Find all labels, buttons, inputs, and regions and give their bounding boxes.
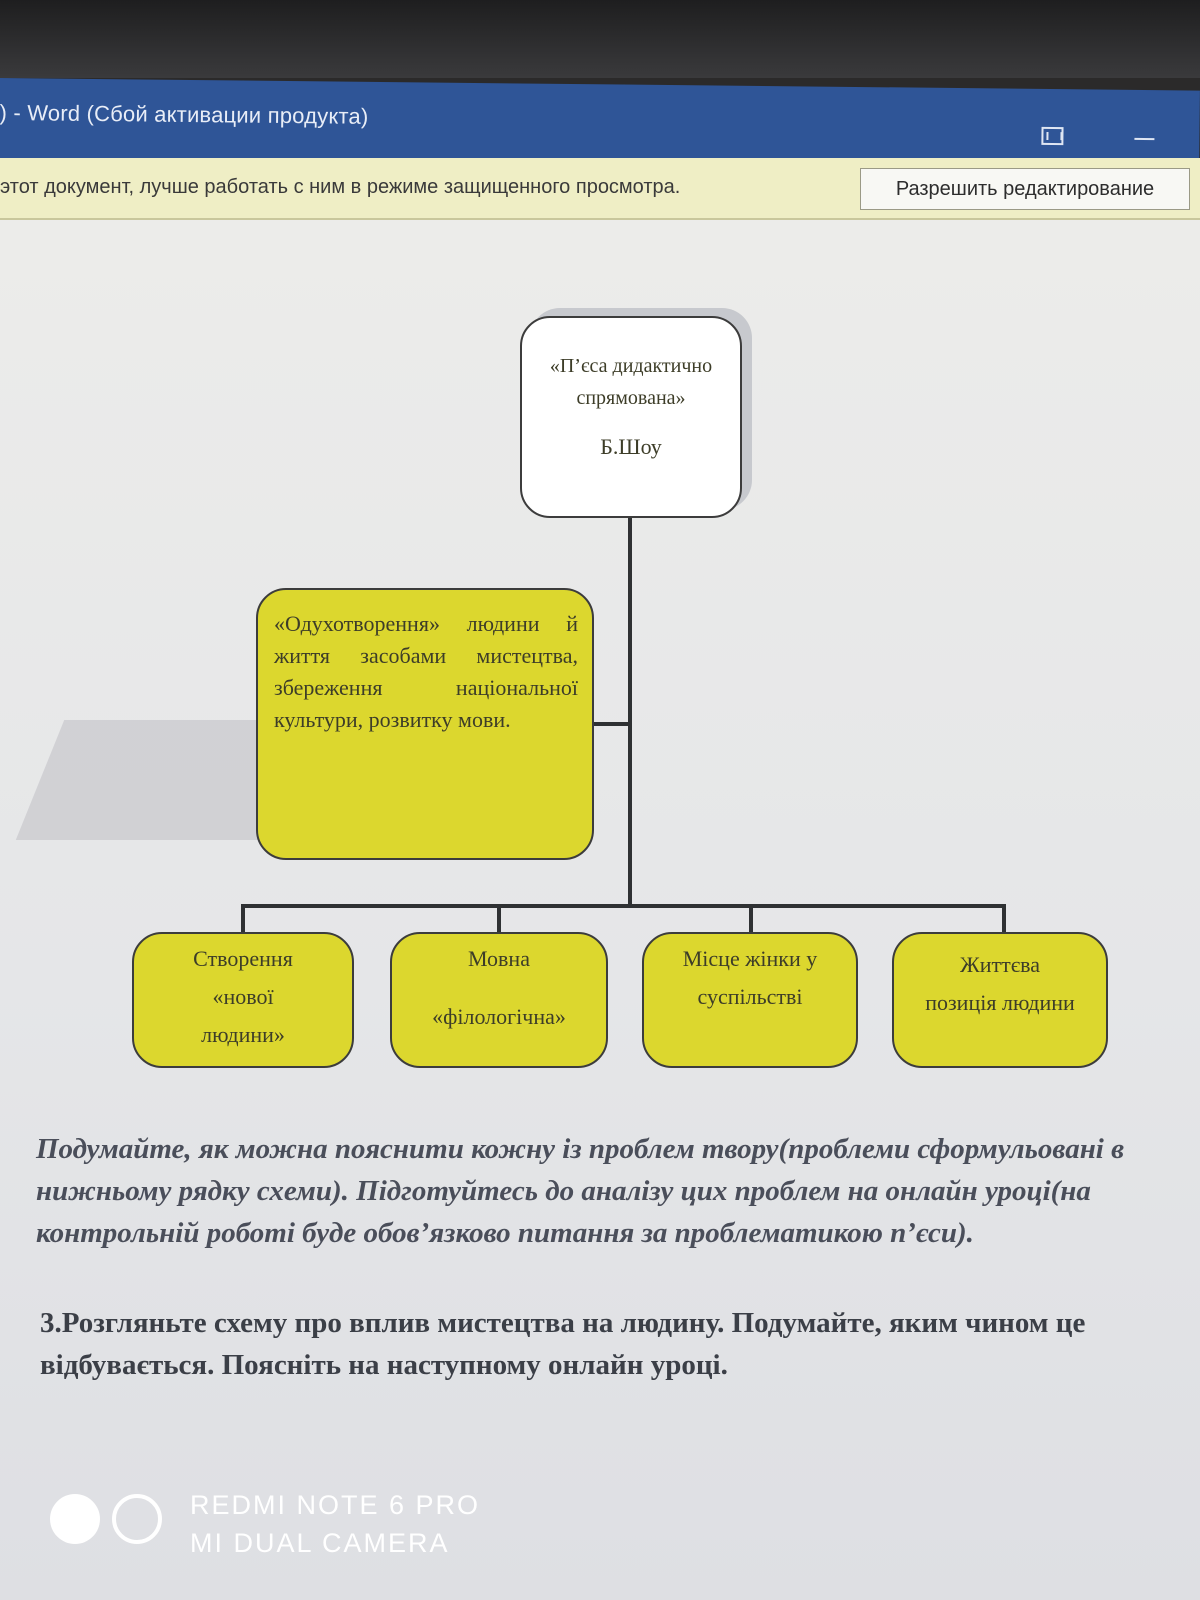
watermark-dot-icon — [50, 1494, 100, 1544]
connector-leaf-1 — [241, 904, 245, 934]
document-page: «П’єса дидактично спрямована» Б.Шоу «Оду… — [0, 220, 1200, 1600]
minimize-icon[interactable] — [1134, 137, 1155, 141]
leaf-text: «нової — [212, 984, 274, 1009]
leaf-text: Життєва — [959, 952, 1041, 977]
diagram-root-node: «П’єса дидактично спрямована» Б.Шоу — [520, 316, 742, 518]
watermark-ring-icon — [112, 1494, 162, 1544]
root-author: Б.Шоу — [600, 434, 662, 459]
window-title: ) - Word (Сбой активации продукта) — [0, 99, 369, 129]
root-line-2: спрямована» — [576, 387, 686, 409]
restore-icon[interactable] — [1041, 126, 1064, 146]
leaf-text: Створення — [193, 946, 293, 971]
connector-leaf-3 — [749, 904, 753, 934]
leaf-text: «філологічна» — [432, 1004, 566, 1029]
leaf-text: позиція людини — [925, 990, 1075, 1015]
protected-view-message: этот документ, лучше работать с ним в ре… — [0, 176, 681, 198]
root-line-1: «П’єса дидактично — [549, 355, 713, 377]
connector-middle-branch — [594, 722, 630, 726]
watermark-line-1: REDMI NOTE 6 PRO — [190, 1490, 481, 1520]
leaf-text: Мовна — [468, 946, 530, 971]
connector-leaf-4 — [1002, 904, 1006, 934]
connector-leaf-2 — [497, 904, 501, 934]
protected-view-bar: этот документ, лучше работать с ним в ре… — [0, 158, 1200, 220]
leaf-text: людини» — [201, 1022, 285, 1047]
diagram-leaf-node: Життєва позиція людини — [892, 932, 1108, 1068]
middle-node-text: «Одухотворення» людини й життя засобами … — [274, 611, 578, 732]
monitor-bezel — [0, 0, 1200, 78]
word-title-bar: ) - Word (Сбой активации продукта) — [0, 78, 1200, 171]
diagram-leaf-node: Місце жінки у суспільстві — [642, 932, 858, 1068]
leaf-text: Місце жінки у — [682, 946, 818, 971]
instructions-paragraph: Подумайте, як можна пояснити кожну із пр… — [36, 1133, 1125, 1249]
connector-root-trunk — [628, 518, 632, 906]
enable-editing-button[interactable]: Разрешить редактирование — [860, 168, 1190, 210]
watermark-text: REDMI NOTE 6 PRO MI DUAL CAMERA — [190, 1486, 480, 1562]
connector-bottom-bar — [241, 904, 1006, 908]
diagram-leaf-node: Створення «нової людини» — [132, 932, 354, 1068]
task-3-paragraph: 3.Розгляньте схему про вплив мистецтва н… — [40, 1307, 1086, 1381]
diagram-middle-node: «Одухотворення» людини й життя засобами … — [256, 588, 594, 860]
camera-watermark: REDMI NOTE 6 PRO MI DUAL CAMERA — [50, 1480, 570, 1570]
diagram-leaf-node: Мовна «філологічна» — [390, 932, 608, 1068]
leaf-text: суспільстві — [697, 984, 803, 1009]
watermark-line-2: MI DUAL CAMERA — [190, 1528, 450, 1558]
